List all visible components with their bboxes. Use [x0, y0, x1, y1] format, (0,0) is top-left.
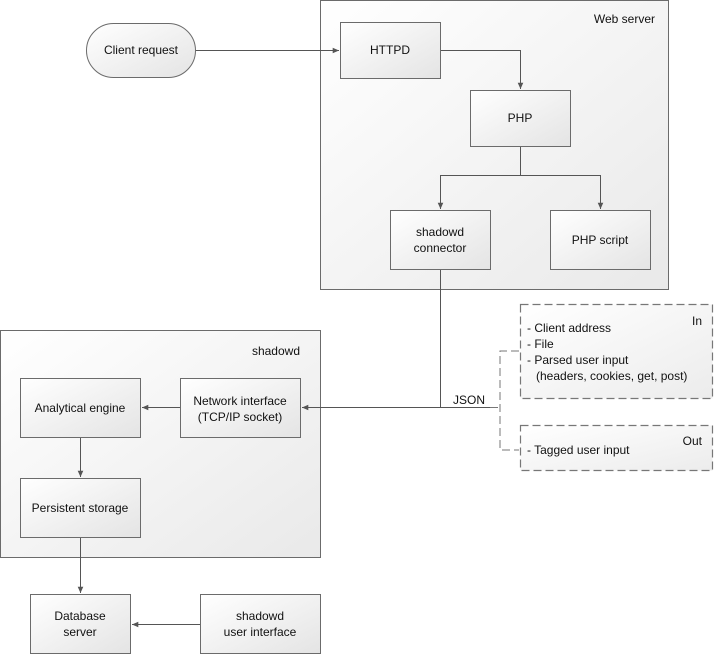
shadowd-connector-label-line2: connector: [414, 241, 467, 255]
arrow-httpd-to-php: [441, 50, 524, 89]
php-node: PHP: [470, 90, 571, 147]
network-interface-node: Network interface (TCP/IP socket): [180, 378, 301, 438]
analytical-engine-node: Analytical engine: [20, 378, 141, 438]
shadowd-user-interface-node: shadowd user interface: [200, 594, 321, 654]
web-server-label: Web server: [594, 12, 655, 26]
database-server-node: Database server: [30, 594, 131, 654]
analytical-engine-label: Analytical engine: [35, 401, 126, 415]
database-server-label-line1: Database: [54, 609, 106, 623]
out-box-item: - Tagged user input: [527, 443, 630, 457]
shadowd-container-label: shadowd: [252, 344, 300, 358]
php-script-node: PHP script: [550, 210, 651, 270]
in-box-item: - Parsed user input: [527, 353, 629, 367]
shadowd-connector-node: shadowd connector: [390, 210, 491, 270]
in-data-box: In - Client address - File - Parsed user…: [519, 303, 714, 400]
out-box-title: Out: [683, 434, 703, 448]
network-interface-label-line2: (TCP/IP socket): [198, 410, 282, 424]
httpd-node: HTTPD: [340, 22, 441, 79]
json-label: JSON: [453, 393, 485, 407]
shadowd-connector-label-line1: shadowd: [416, 225, 464, 239]
shadowd-user-interface-label-line1: shadowd: [236, 609, 284, 623]
in-box-item: - Client address: [527, 321, 611, 335]
in-box-title: In: [692, 314, 702, 328]
arrow-connector-to-network: [302, 270, 441, 411]
arrow-php-to-connector: [437, 147, 521, 209]
persistent-storage-node: Persistent storage: [20, 478, 141, 538]
client-request-label: Client request: [104, 43, 179, 57]
client-request-node: Client request: [86, 23, 196, 78]
json-bracket: [499, 350, 519, 451]
in-box-item: (headers, cookies, get, post): [536, 369, 687, 383]
database-server-label-line2: server: [63, 625, 96, 639]
php-label: PHP: [508, 111, 533, 125]
shadowd-user-interface-label-line2: user interface: [224, 625, 297, 639]
persistent-storage-label: Persistent storage: [32, 501, 129, 515]
out-data-box: Out - Tagged user input: [519, 424, 714, 472]
arrow-php-to-script: [520, 175, 604, 209]
network-interface-label-line1: Network interface: [193, 394, 287, 408]
httpd-label: HTTPD: [370, 43, 410, 57]
php-script-label: PHP script: [572, 233, 629, 247]
in-box-item: - File: [527, 337, 554, 351]
